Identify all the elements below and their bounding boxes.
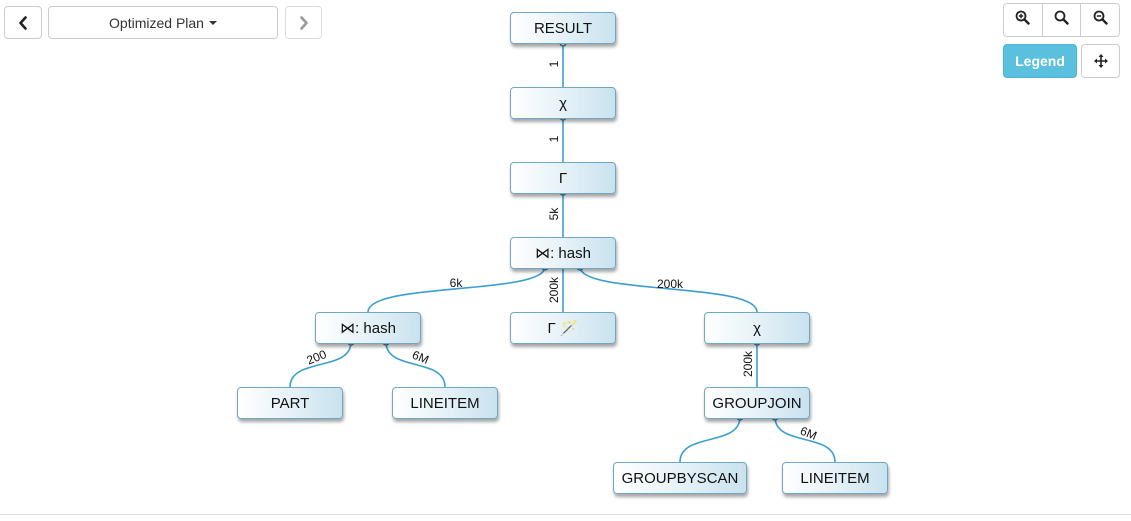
edge-label-groupby1-hashjoin1: 5k — [547, 207, 561, 221]
edge-groupjoin-lineitem2 — [774, 416, 836, 463]
edge-label-hashjoin2-part: 200 — [305, 347, 329, 368]
zoom-in-button[interactable] — [1004, 4, 1042, 36]
zoom-in-icon — [1015, 10, 1031, 30]
node-part[interactable]: PART — [237, 387, 343, 419]
legend-button-label: Legend — [1015, 53, 1065, 69]
node-lineitem-left[interactable]: LINEITEM — [392, 387, 498, 419]
zoom-controls — [1003, 3, 1120, 37]
chevron-left-icon — [18, 15, 28, 30]
node-map-chi[interactable]: χ — [510, 87, 616, 119]
edge-label-result-map1: 1 — [547, 60, 561, 67]
node-groupjoin-label: GROUPJOIN — [712, 394, 802, 412]
node-part-label: PART — [270, 394, 310, 412]
plan-selector-dropdown[interactable]: Optimized Plan — [48, 6, 278, 39]
node-hash-join-top-label: ⋈: hash — [535, 245, 591, 262]
node-groupbyscan-label: GROUPBYSCAN — [621, 469, 739, 487]
zoom-reset-button[interactable] — [1041, 4, 1081, 36]
node-hash-join-left-label: ⋈: hash — [340, 320, 396, 337]
next-plan-button[interactable] — [285, 6, 322, 39]
edge-hashjoin1-hashjoin2 — [367, 266, 546, 313]
node-lineitem-left-label: LINEITEM — [410, 394, 480, 412]
node-hash-join-left[interactable]: ⋈: hash — [315, 312, 421, 344]
node-lineitem-right-label: LINEITEM — [800, 469, 870, 487]
edge-hashjoin2-part — [289, 341, 352, 388]
node-groupby-label: Γ — [558, 169, 568, 187]
zoom-reset-icon — [1054, 10, 1069, 30]
node-lineitem-right[interactable]: LINEITEM — [782, 462, 888, 494]
node-map-chi-right[interactable]: χ — [704, 312, 810, 344]
edge-label-groupjoin-lineitem2: 6M — [798, 424, 819, 443]
node-groupjoin[interactable]: GROUPJOIN — [704, 387, 810, 419]
pan-mode-button[interactable] — [1081, 44, 1120, 78]
chevron-right-icon — [299, 15, 309, 30]
node-hash-join-top[interactable]: ⋈: hash — [510, 237, 616, 269]
node-groupbyscan[interactable]: GROUPBYSCAN — [613, 462, 747, 494]
edge-label-hashjoin1-hashjoin2: 6k — [450, 276, 464, 290]
edge-label-hashjoin1-groupby2: 200k — [547, 276, 561, 303]
edge-label-map2-groupjoin: 200k — [741, 350, 755, 377]
edge-groupjoin-groupbyscan — [679, 416, 741, 463]
zoom-out-button[interactable] — [1080, 4, 1119, 36]
node-groupby-wand-label: Γ 🪄 — [547, 320, 579, 337]
previous-plan-button[interactable] — [4, 6, 42, 39]
edge-hashjoin2-lineitem1 — [385, 341, 446, 388]
edge-hashjoin1-map2 — [579, 266, 758, 313]
edge-label-hashjoin2-lineitem1: 6M — [410, 348, 431, 367]
edge-label-hashjoin1-map2: 200k — [657, 277, 684, 291]
node-result[interactable]: RESULT — [510, 12, 616, 44]
node-groupby[interactable]: Γ — [510, 162, 616, 194]
edge-label-map1-groupby1: 1 — [547, 135, 561, 142]
plan-selector-label: Optimized Plan — [109, 14, 204, 31]
legend-button[interactable]: Legend — [1003, 44, 1077, 78]
caret-down-icon — [208, 20, 217, 25]
node-map-chi-label: χ — [559, 94, 567, 112]
node-map-chi-right-label: χ — [753, 319, 761, 337]
bottom-divider — [0, 514, 1131, 515]
node-groupby-wand[interactable]: Γ 🪄 — [510, 312, 616, 344]
zoom-out-icon — [1093, 10, 1108, 30]
node-result-label: RESULT — [533, 19, 593, 37]
move-arrows-icon — [1093, 54, 1108, 68]
